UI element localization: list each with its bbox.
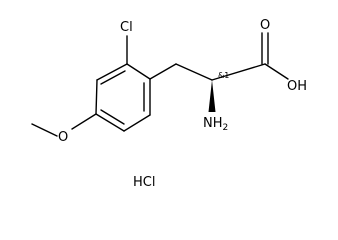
molecule-canvas: Cl O OH NH2 O &1 HCl [31,18,307,190]
ring-bond-c3-c4 [95,79,98,115]
bond-calpha-ccarboxyl [211,63,266,81]
bond-c4-o-methoxy [71,113,97,130]
benzene-ring [95,63,151,132]
ring-bond-c5-c6 [123,114,151,132]
methoxy-oxygen-label: O [58,130,68,145]
wedge-bond-calpha-n [208,80,216,112]
structure-diagram: Cl O OH NH2 O &1 HCl [31,18,307,190]
bond-ccarboxyl-oh [264,63,289,80]
ring-bond-c2-c3 [96,63,128,81]
bond-o-methyl [31,123,58,137]
amine-label: NH2 [203,116,228,133]
carbonyl-oxygen-label: O [260,18,270,33]
bond-c1-ch2 [149,63,177,80]
stereo-descriptor-label: &1 [218,71,229,80]
hcl-salt-label: HCl [133,175,155,190]
ring-bond-c4-c5-inner [100,109,125,125]
chlorine-label: Cl [120,20,133,35]
ring-bond-c4-c5 [95,113,125,132]
hydroxyl-label: OH [287,79,307,94]
bond-ch2-calpha [175,63,213,81]
ring-bond-c2-c3-inner [100,70,126,85]
ring-bond-c1-c2 [126,63,151,80]
